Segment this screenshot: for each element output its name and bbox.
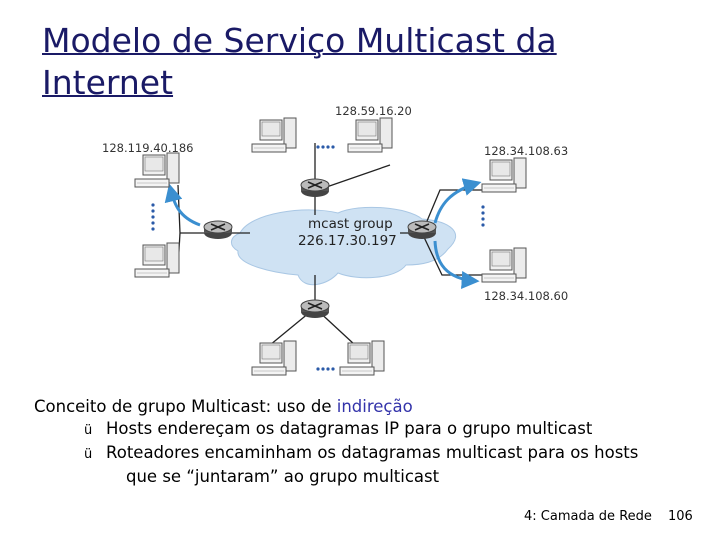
router-bottom [300, 299, 330, 319]
concept-text: Conceito de grupo Multicast: uso de [34, 397, 337, 416]
page-number: 106 [668, 509, 693, 524]
bullet-item: ü Roteadores encaminham os datagramas mul… [34, 442, 704, 466]
group-label: mcast group [308, 216, 393, 232]
host-top-right [347, 117, 393, 153]
bullet-item: ü Hosts endereçam os datagramas IP para o… [34, 418, 704, 442]
footer-chapter: 4: Camada de Rede [524, 509, 652, 524]
host-label-top: 128.59.16.20 [335, 104, 412, 118]
host-right-bottom [481, 247, 527, 283]
group-address: 226.17.30.197 [298, 233, 397, 249]
router-top [300, 178, 330, 198]
mcast-group-cloud [231, 206, 456, 286]
checkmark-icon: ü [84, 423, 93, 438]
slide-body: Conceito de grupo Multicast: uso de indi… [34, 396, 704, 488]
host-bottom-left [251, 340, 297, 376]
bullet-text: Hosts endereçam os datagramas IP para o … [106, 419, 593, 438]
slide-title: Modelo de Serviço Multicast da Internet [42, 21, 557, 102]
host-bottom-right [339, 340, 385, 376]
host-left-top [134, 152, 180, 188]
host-label-right-bottom: 128.34.108.60 [484, 289, 568, 303]
multicast-arrows [164, 178, 482, 290]
host-top-left [251, 117, 297, 153]
host-label-left: 128.119.40.186 [102, 141, 193, 155]
bullet-continuation: que se “juntaram” ao grupo multicast [126, 467, 440, 486]
router-right [407, 220, 437, 240]
multicast-network-diagram: mcast group 226.17.30.197 128.59.16.20 1… [102, 104, 568, 376]
router-left [203, 220, 233, 240]
checkmark-icon: ü [84, 447, 93, 462]
concept-highlight: indireção [336, 397, 413, 416]
concept-line: Conceito de grupo Multicast: uso de indi… [34, 396, 704, 418]
host-label-right-top: 128.34.108.63 [484, 144, 568, 158]
host-left-bottom [134, 242, 180, 278]
host-right-top [481, 157, 527, 193]
more-hosts-dots [151, 145, 485, 371]
bullet-text: Roteadores encaminham os datagramas mult… [106, 443, 639, 462]
